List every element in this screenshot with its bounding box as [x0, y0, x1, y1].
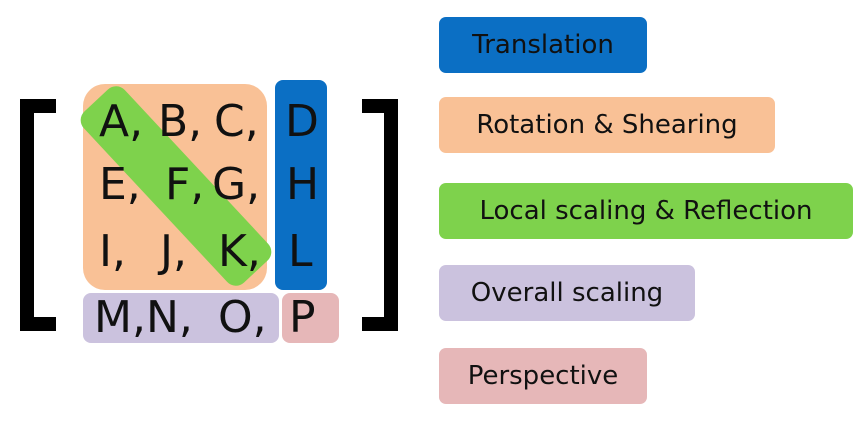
matrix-cell-a: A,: [99, 96, 144, 147]
legend-rotation-shearing: Rotation & Shearing: [439, 97, 775, 153]
matrix-cell-o: O,: [218, 292, 267, 343]
matrix-cell-e: E,: [99, 159, 141, 210]
matrix-cell-h: H: [286, 159, 320, 210]
matrix-cell-f: F,: [165, 159, 205, 210]
matrix-cell-mn: M,N,: [94, 292, 193, 343]
matrix-cell-p: P: [289, 292, 316, 343]
legend-perspective: Perspective: [439, 348, 647, 404]
matrix-cell-d: D: [285, 96, 319, 147]
legend-label-rotation-shearing: Rotation & Shearing: [476, 110, 738, 140]
overall-scaling-region: [83, 293, 279, 343]
matrix-cell-g: G,: [212, 159, 261, 210]
legend-label-overall-scaling: Overall scaling: [470, 278, 664, 308]
matrix-cell-c: C,: [214, 96, 259, 147]
matrix-cell-k: K,: [218, 226, 261, 277]
legend-local-scaling-reflection: Local scaling & Reflection: [439, 183, 853, 239]
translation-region: [275, 80, 327, 290]
matrix-cell-b: B,: [158, 96, 203, 147]
legend-translation: Translation: [439, 17, 647, 73]
legend-overall-scaling: Overall scaling: [439, 265, 695, 321]
matrix-cell-l: L: [288, 226, 313, 277]
right-bracket: [362, 99, 398, 331]
matrix-cell-j: J,: [160, 226, 187, 277]
matrix-cell-i: I,: [99, 226, 126, 277]
legend-label-translation: Translation: [472, 30, 614, 60]
left-bracket: [20, 99, 56, 331]
perspective-region: [282, 293, 339, 343]
legend-label-local-scaling-reflection: Local scaling & Reflection: [479, 196, 813, 226]
legend-label-perspective: Perspective: [467, 361, 619, 391]
